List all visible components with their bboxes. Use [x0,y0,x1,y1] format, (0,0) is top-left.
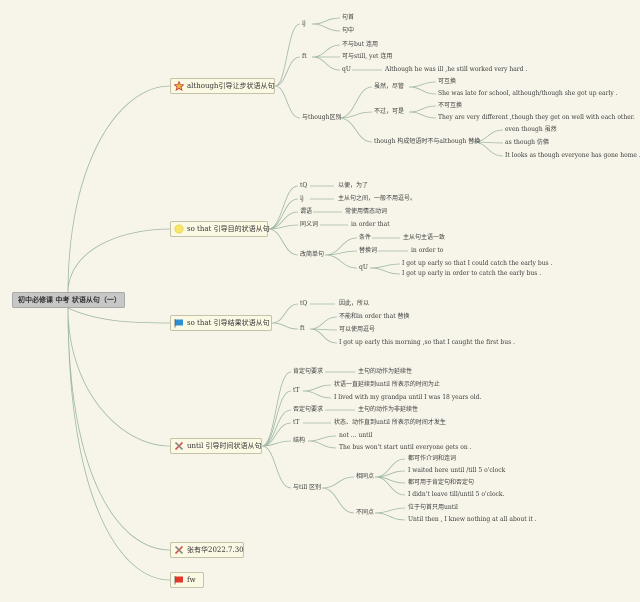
node-label: 常使用情态动词 [345,208,388,215]
node-label: in order that [351,221,390,228]
flag-red-icon [174,575,184,585]
node-label: They are very different ,though they get… [438,114,635,121]
node-label: I got up early so that I could catch the… [402,260,553,267]
node-label: as though 仿佛 [505,139,549,146]
node-label: not ... until [339,432,373,439]
node-label: 不同点 [356,509,375,516]
node-label: qU [342,66,351,73]
node-label: tQ [300,300,308,307]
node-label: ft [302,53,307,60]
node-label: 因此，所以 [339,300,370,307]
node-label: Until then , I knew nothing at all about… [408,516,537,523]
node-label: I got up early in order to catch the ear… [402,270,542,277]
flag-icon [174,318,184,328]
node-label: 替换词 [359,247,378,254]
topic-label: 张有华2022.7.30 [187,546,244,554]
node-label: 状语一直延续到until 所表示的时间为止 [334,381,440,388]
node-label: 结构 [293,437,306,444]
topic-so-that-result[interactable]: so that 引导结果状语从句 [170,315,272,331]
node-label: 主从句主语一致 [403,234,446,241]
node-label: 可互换 [438,78,457,85]
node-label: tT [293,419,300,426]
node-label: 否定句要求 [293,406,324,413]
topic-label: until 引导时间状语从句 [187,442,262,450]
topic-label: so that 引导结果状语从句 [187,319,270,327]
tools-icon [174,441,184,451]
node-label: 句首 [342,14,355,21]
node-label: I lived with my grandpa until I was 18 y… [334,394,482,401]
node-label: 不过，可是 [374,108,405,115]
node-label: 肯定句要求 [293,368,324,375]
node-label: 同义词 [300,221,319,228]
node-label: 谓语 [300,208,313,215]
node-label: 不可互换 [438,102,463,109]
root-topic[interactable]: 初中必修课 中考 状语从句（一） [12,292,125,308]
node-label: 都可用于肯定句和否定句 [408,479,475,486]
node-label: ij [300,195,304,202]
node-label: 主句的动作为非延续性 [358,406,419,413]
node-label: 主从句之间，一般不用逗号。 [338,195,417,202]
node-label: 虽然，尽管 [374,83,405,90]
node-label: 可以使用逗号 [339,326,376,333]
node-label: ij [302,20,306,27]
node-label: 主句的动作为延续性 [358,368,413,375]
node-label: I got up early this morning ,so that I c… [339,339,515,346]
topic-author-date[interactable]: 张有华2022.7.30 [170,542,244,558]
node-label: 位于句首只用until [408,504,458,511]
topic-label: although引导让步状语从句 [187,82,275,90]
topic-label: fw [187,576,196,584]
node-label: tQ [300,182,308,189]
topic-so-that-purpose[interactable]: so that 引导目的状语从句 [170,221,270,237]
node-label: 与till 区别 [293,484,322,491]
node-label: 条件 [359,234,372,241]
node-label: She was late for school, although/though… [438,90,618,97]
node-label: The bus won't start until everyone gets … [339,444,472,451]
node-label: 可与still, yet 连用 [342,53,393,60]
node-label: 句中 [342,27,355,34]
node-label: tT [293,387,300,394]
node-label: even though 虽然 [505,126,557,133]
node-label: 状态、动作直到until 所表示的时间才发生 [334,419,446,426]
topic-fw[interactable]: fw [170,572,204,588]
node-label: 以便，为了 [338,182,369,189]
node-label: 不能和in order that 替换 [339,313,410,320]
node-label: 相同点 [356,473,375,480]
node-label: I didn't leave till/until 5 o'clock. [408,491,505,498]
node-label: 都可作介词和连词 [408,455,457,462]
tools-icon [174,545,184,555]
node-label: I waited here until /till 5 o'clock [408,467,506,474]
node-label: ft [300,325,305,332]
node-label: in order to [411,247,444,254]
node-label: It looks as though everyone has gone hom… [505,152,640,159]
node-label: though 构成短语时不与although 替换 [374,138,481,145]
node-label: qU [359,264,368,271]
sun-icon [174,224,184,234]
topic-label: so that 引导目的状语从句 [187,225,270,233]
topic-although-clause[interactable]: although引导让步状语从句 [170,78,275,94]
node-label: 不与but 连用 [342,41,379,48]
node-label: 改简单句 [300,251,325,258]
node-label: 与though区别 [302,114,342,121]
node-label: Although he was ill ,he still worked ver… [385,66,528,73]
topic-until-clause[interactable]: until 引导时间状语从句 [170,438,262,454]
star-icon [174,81,184,91]
